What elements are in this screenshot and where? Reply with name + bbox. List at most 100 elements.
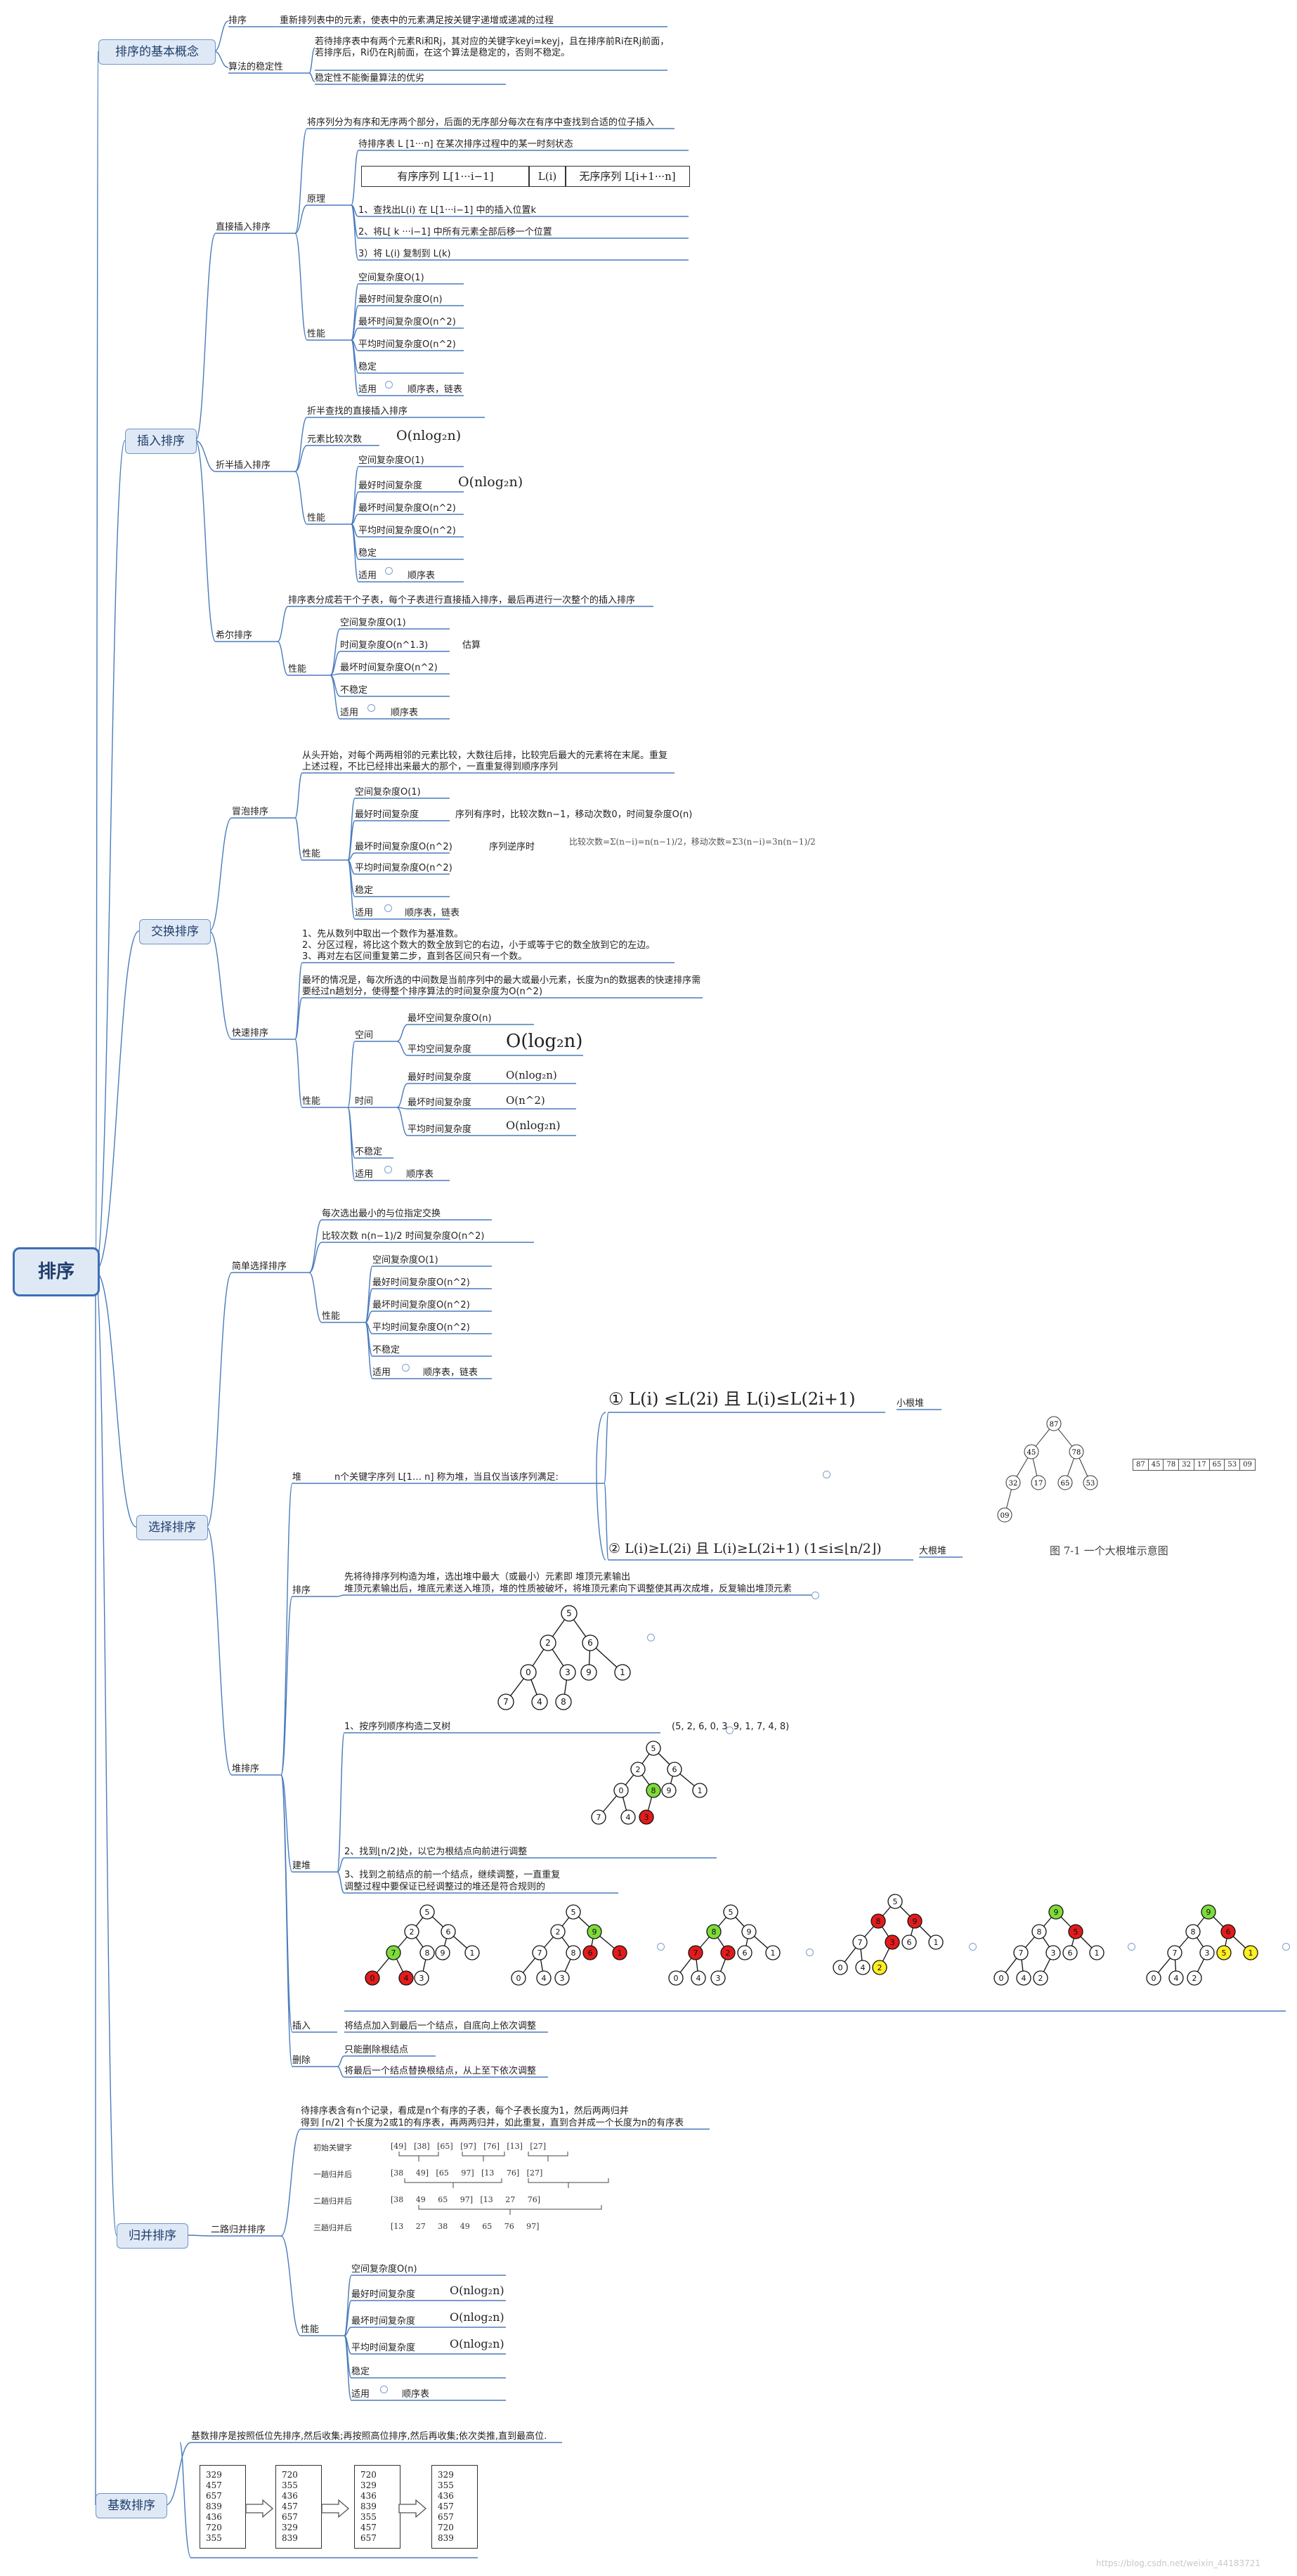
svg-text:0: 0 [370, 1974, 375, 1983]
tree-node: 3 [559, 1664, 576, 1681]
collapse-dot[interactable] [806, 1949, 814, 1956]
tree-node: 7 [688, 1945, 703, 1960]
tree-node: 8 [706, 1924, 722, 1939]
svg-text:7: 7 [597, 1813, 601, 1822]
quick-time-label: 时间 [355, 1096, 374, 1107]
svg-text:17: 17 [1034, 1480, 1043, 1488]
svg-text:5: 5 [571, 1908, 576, 1917]
heap-node: 09 [997, 1507, 1012, 1523]
svg-text:9: 9 [913, 1917, 918, 1926]
svg-text:6: 6 [1226, 1927, 1231, 1937]
heap-cond2-tag: 大根堆 [919, 1546, 947, 1556]
binary-space: 空间复杂度O(1) [358, 455, 424, 466]
svg-text:3: 3 [565, 1667, 571, 1677]
tree-node: 1 [614, 1664, 631, 1681]
svg-text:7: 7 [503, 1697, 509, 1707]
heap-node: 45 [1024, 1444, 1039, 1459]
bubble-label: 冒泡排序 [232, 807, 269, 817]
tree-node: 3 [1199, 1945, 1215, 1960]
tree-node: 4 [620, 1809, 636, 1825]
bubble-space: 空间复杂度O(1) [355, 787, 421, 798]
tree-node: 6 [582, 1945, 598, 1960]
collapse-dot[interactable] [657, 1943, 665, 1951]
tree-node: 1 [928, 1934, 944, 1950]
tree-node: 0 [511, 1970, 526, 1986]
basic-sort-label: 排序 [228, 15, 247, 26]
heap-array-cell: 53 [1224, 1459, 1241, 1471]
collapse-dot[interactable] [969, 1943, 977, 1951]
heap-build2: 2、找到⌊n/2⌋处，以它为根结点向前进行调整 [344, 1847, 528, 1857]
tree-node: 3 [554, 1970, 570, 1986]
quick-space-worst: 最坏空间复杂度O(n) [408, 1013, 492, 1024]
collapse-dot[interactable] [402, 1364, 410, 1372]
svg-text:0: 0 [999, 1974, 1004, 1983]
collapse-dot[interactable] [1128, 1943, 1135, 1951]
quick-step1: 1、先从数列中取出一个数作为基准数。 [302, 929, 464, 939]
heap-node: 65 [1057, 1475, 1073, 1490]
collapse-dot[interactable] [823, 1471, 830, 1478]
collapse-dot[interactable] [385, 567, 393, 575]
tree-node: 6 [441, 1924, 456, 1939]
collapse-dot[interactable] [367, 704, 375, 712]
svg-text:8: 8 [571, 1949, 576, 1958]
heap-node: 78 [1069, 1444, 1084, 1459]
topic-insertion-sort[interactable]: 插入排序 [125, 429, 197, 454]
root-topic[interactable]: 排序 [13, 1247, 100, 1296]
tree-node: 5 [646, 1741, 661, 1756]
tree-node: 7 [591, 1809, 606, 1825]
tree-node: 3 [885, 1934, 900, 1950]
tree-node: 5 [419, 1904, 435, 1920]
topic-merge-sort[interactable]: 归并排序 [117, 2223, 188, 2249]
svg-text:1: 1 [1095, 1949, 1100, 1958]
tree-node: 6 [737, 1945, 752, 1960]
svg-text:8: 8 [1191, 1927, 1196, 1937]
tree-node: 9 [580, 1664, 597, 1681]
binary-desc: 折半查找的直接插入排序 [307, 406, 408, 417]
topic-basic-concepts[interactable]: 排序的基本概念 [98, 39, 216, 65]
svg-text:4: 4 [696, 1974, 701, 1983]
simple-perf-label: 性能 [322, 1311, 341, 1322]
merge-row-values: [13 27 38 49 65 76 97] [391, 2222, 540, 2231]
heap-array-cell: 17 [1193, 1459, 1210, 1471]
collapse-dot[interactable] [812, 1592, 819, 1599]
box-li: L(i) [528, 166, 566, 187]
tree-node: 2 [404, 1924, 419, 1939]
tree-node: 9 [907, 1913, 923, 1929]
tree-node: 2 [1187, 1970, 1202, 1986]
quick-time-worst-val: O(n^2) [506, 1094, 545, 1107]
tree-node: 2 [630, 1762, 646, 1777]
collapse-dot[interactable] [380, 2386, 388, 2393]
quick-label: 快速排序 [232, 1028, 269, 1039]
collapse-dot[interactable] [647, 1634, 655, 1641]
tree-node: 0 [520, 1664, 537, 1681]
svg-text:3: 3 [419, 1974, 424, 1983]
collapse-dot[interactable] [384, 904, 392, 912]
quick-time-best-val: O(nlog₂n) [506, 1069, 557, 1081]
topic-radix-sort[interactable]: 基数排序 [96, 2493, 167, 2518]
topic-selection-sort[interactable]: 选择排序 [136, 1515, 208, 1540]
bubble-apply: 顺序表，链表 [405, 908, 460, 918]
collapse-dot[interactable] [385, 381, 393, 389]
shell-apply: 顺序表 [391, 708, 419, 718]
topic-exchange-sort[interactable]: 交换排序 [139, 919, 211, 944]
svg-text:5: 5 [566, 1608, 572, 1618]
svg-text:1: 1 [618, 1949, 623, 1958]
collapse-dot[interactable] [384, 1166, 392, 1173]
quick-time-avg-label: 平均时间复杂度 [408, 1124, 472, 1135]
collapse-dot[interactable] [1282, 1943, 1290, 1951]
heap-node: 32 [1005, 1475, 1021, 1490]
collapse-dot[interactable] [726, 1726, 734, 1734]
svg-text:4: 4 [404, 1974, 409, 1983]
shell-time: 时间复杂度O(n^1.3) [340, 640, 429, 651]
svg-text:6: 6 [587, 1638, 593, 1648]
direct-step1: 1、查找出L(i) 在 L[1···i−1] 中的插入位置k [358, 205, 537, 216]
tree-node: 6 [1062, 1945, 1078, 1960]
heap-insert-label: 插入 [292, 2021, 311, 2031]
bubble-avg: 平均时间复杂度O(n^2) [355, 863, 452, 873]
tree-node: 9 [741, 1924, 757, 1939]
heap-cond1-tag: 小根堆 [897, 1398, 925, 1409]
